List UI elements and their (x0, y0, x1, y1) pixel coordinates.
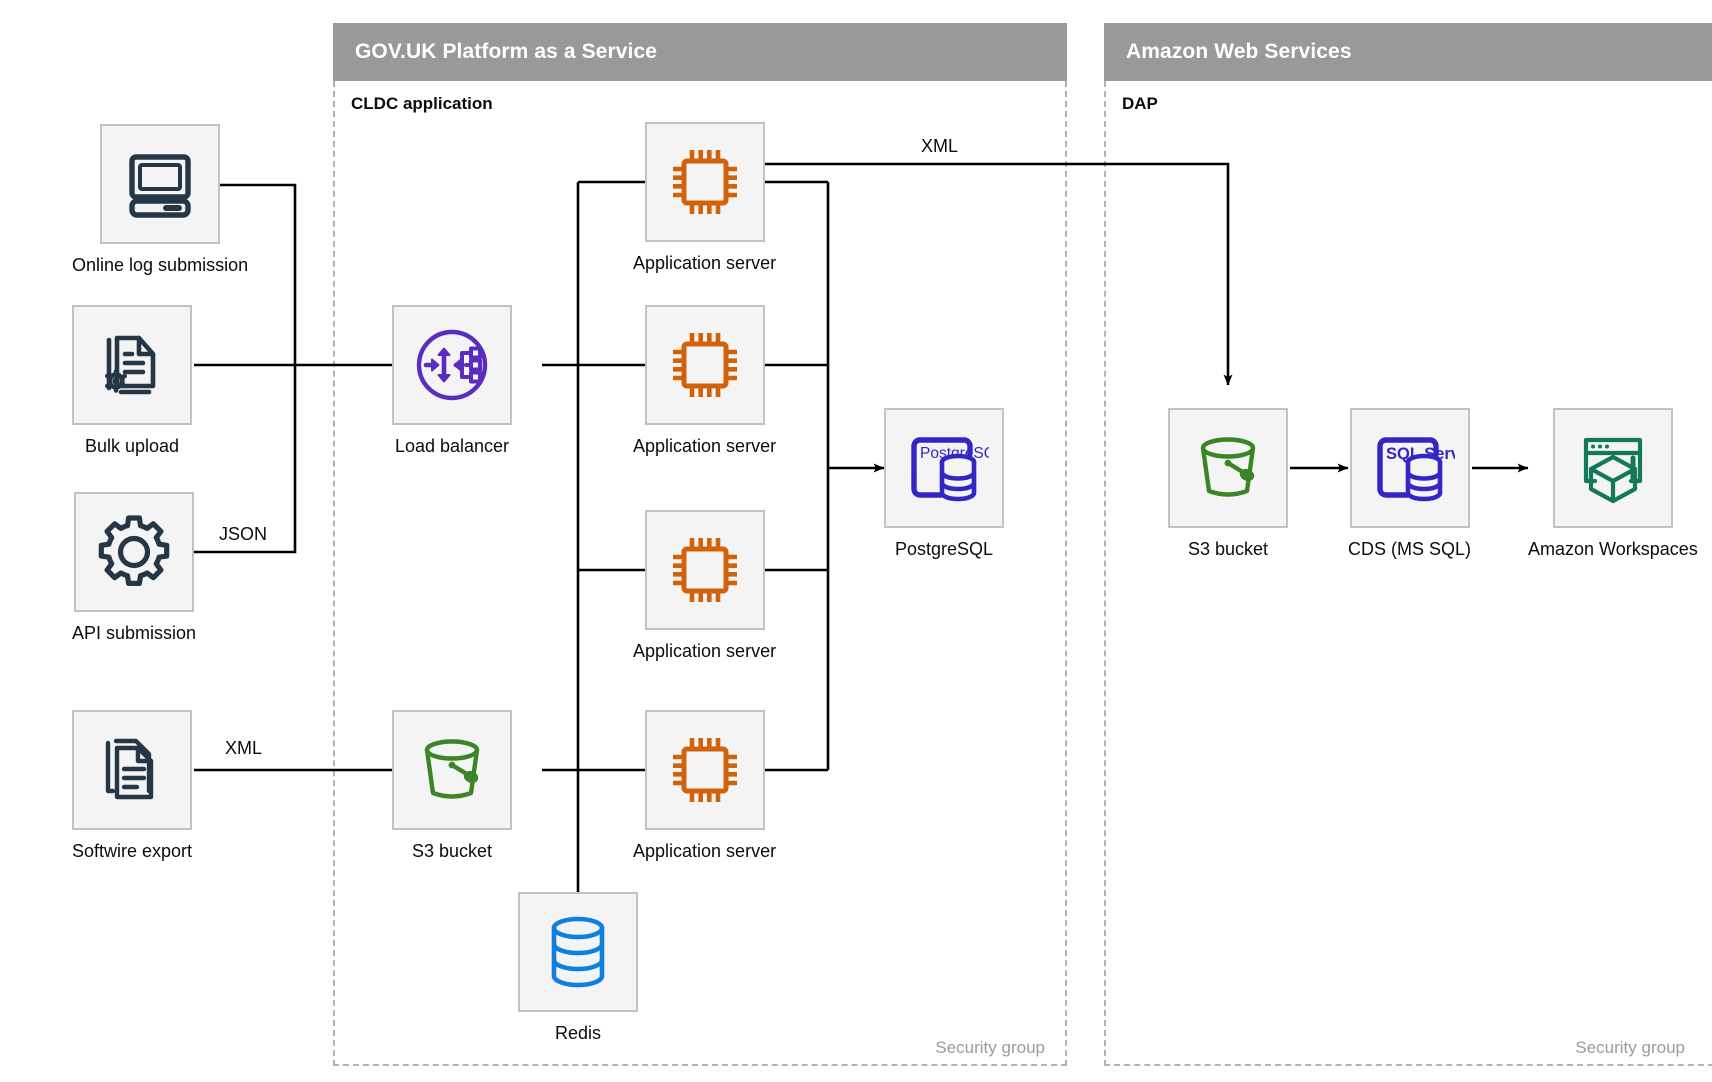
gear-icon (92, 510, 176, 594)
security-group-label-aws: Security group (1575, 1038, 1685, 1057)
amazon-workspaces-box[interactable] (1552, 408, 1673, 528)
node-app-server-2[interactable]: Application server (633, 305, 776, 457)
softwire-export-label: Softwire export (72, 841, 193, 861)
group-header-paas: GOV.UK Platform as a Service (333, 23, 1067, 81)
bulk-upload-box[interactable] (72, 305, 192, 425)
database-cylinder-icon (541, 912, 615, 992)
load-balancer-label: Load balancer (394, 436, 510, 456)
app-server-1-box[interactable] (644, 122, 765, 242)
postgresql-icon: PostgreSQL (899, 425, 989, 511)
edge-label-xml-dap: XML (916, 136, 964, 157)
group-sublabel-cldc: CLDC application (351, 94, 493, 113)
security-group-label-paas: Security group (935, 1038, 1045, 1057)
api-submission-label: API submission (72, 623, 197, 643)
paas-s3-bucket-box[interactable] (392, 710, 512, 830)
cpu-chip-icon (662, 139, 748, 225)
node-paas-s3-bucket[interactable]: S3 bucket (392, 710, 512, 862)
group-boundary-aws (1104, 81, 1712, 1066)
node-amazon-workspaces[interactable]: Amazon Workspaces (1528, 408, 1698, 560)
desktop-computer-icon (119, 143, 201, 225)
node-redis[interactable]: Redis (518, 892, 638, 1044)
amazon-workspaces-label: Amazon Workspaces (1528, 539, 1698, 559)
app-server-4-box[interactable] (644, 710, 765, 830)
group-boundary-paas (333, 81, 1067, 1066)
paas-s3-bucket-label: S3 bucket (411, 841, 493, 861)
app-server-1-label: Application server (633, 253, 777, 273)
cpu-chip-icon (662, 322, 748, 408)
postgresql-box[interactable]: PostgreSQL (884, 408, 1004, 528)
node-postgresql[interactable]: PostgreSQL PostgreSQL (884, 408, 1004, 560)
workspaces-cube-icon (1570, 425, 1656, 511)
s3-bucket-icon (1185, 425, 1271, 511)
node-online-log-submission[interactable]: Online log submission (72, 124, 248, 276)
node-bulk-upload[interactable]: Bulk upload (72, 305, 192, 457)
documents-stack-icon (91, 729, 173, 811)
node-aws-s3-bucket[interactable]: S3 bucket (1168, 408, 1288, 560)
load-balancer-icon (408, 321, 496, 409)
group-header-aws: Amazon Web Services (1104, 23, 1712, 81)
online-log-submission-box[interactable] (100, 124, 221, 244)
node-app-server-1[interactable]: Application server (633, 122, 776, 274)
online-log-submission-label: Online log submission (72, 255, 249, 275)
document-gear-icon (91, 324, 173, 406)
cds-ms-sql-box[interactable]: SQL Server (1349, 408, 1470, 528)
redis-label: Redis (554, 1023, 602, 1043)
postgresql-label: PostgreSQL (894, 539, 994, 559)
node-app-server-3[interactable]: Application server (633, 510, 776, 662)
node-softwire-export[interactable]: Softwire export (72, 710, 192, 862)
edge-label-xml-softwire: XML (220, 738, 268, 759)
cds-ms-sql-label: CDS (MS SQL) (1348, 539, 1472, 559)
redis-box[interactable] (518, 892, 638, 1012)
cpu-chip-icon (662, 727, 748, 813)
node-load-balancer[interactable]: Load balancer (392, 305, 512, 457)
edge-label-json: JSON (214, 524, 273, 545)
node-api-submission[interactable]: API submission (72, 492, 196, 644)
group-title-paas: GOV.UK Platform as a Service (355, 40, 657, 63)
app-server-4-label: Application server (633, 841, 777, 861)
node-cds-ms-sql[interactable]: SQL Server CDS (MS SQL) (1348, 408, 1471, 560)
load-balancer-box[interactable] (392, 305, 512, 425)
cpu-chip-icon (662, 527, 748, 613)
softwire-export-box[interactable] (72, 710, 193, 830)
sql-server-icon: SQL Server (1365, 425, 1455, 511)
app-server-3-box[interactable] (644, 510, 765, 630)
aws-s3-bucket-label: S3 bucket (1187, 539, 1269, 559)
app-server-2-box[interactable] (644, 305, 765, 425)
group-sublabel-dap: DAP (1122, 94, 1158, 113)
node-app-server-4[interactable]: Application server (633, 710, 776, 862)
app-server-2-label: Application server (633, 436, 777, 456)
api-submission-box[interactable] (74, 492, 195, 612)
app-server-3-label: Application server (633, 641, 777, 661)
aws-s3-bucket-box[interactable] (1168, 408, 1288, 528)
group-title-aws: Amazon Web Services (1126, 40, 1352, 63)
bulk-upload-label: Bulk upload (84, 436, 180, 456)
s3-bucket-icon (409, 727, 495, 813)
